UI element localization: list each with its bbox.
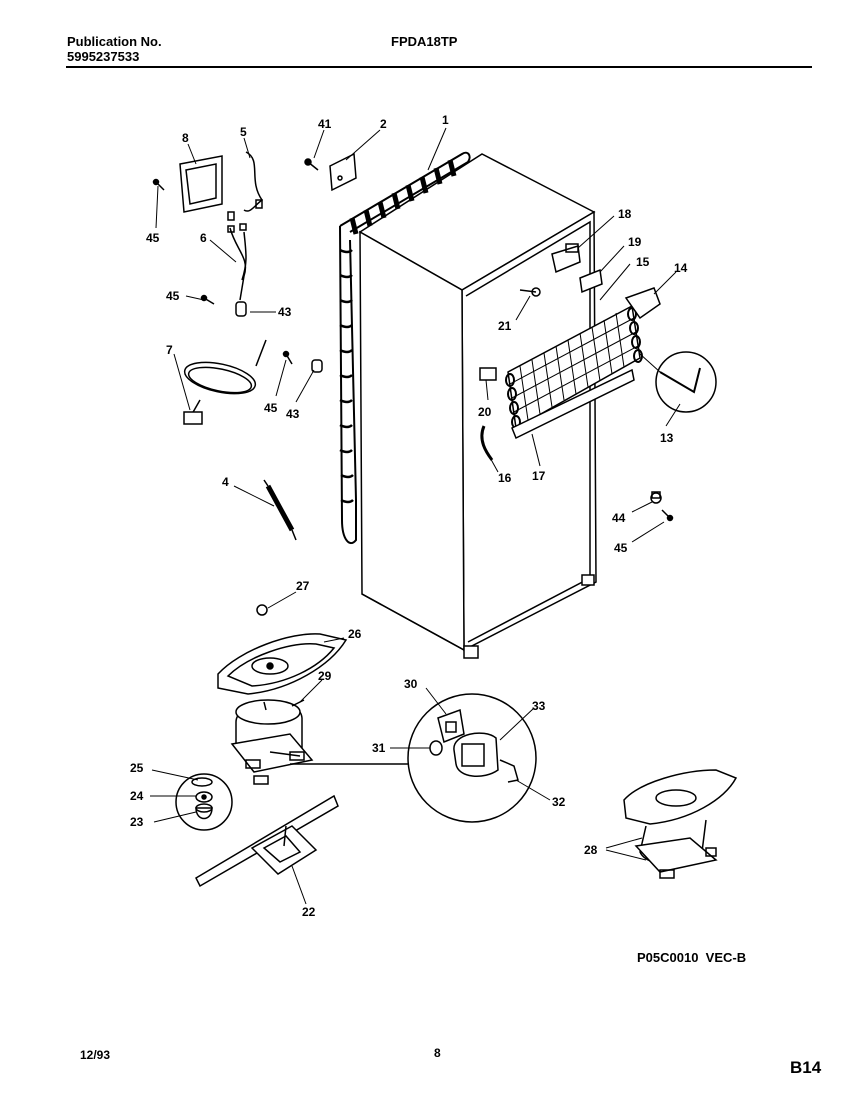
callout-45-c: 45 <box>264 401 278 415</box>
callout-19: 19 <box>628 235 642 249</box>
clip-part-43-upper <box>235 301 247 317</box>
clip-part-43-lower <box>311 359 323 373</box>
callout-43-b: 43 <box>286 407 300 421</box>
callout-6: 6 <box>200 231 207 245</box>
screws-part-45 <box>152 178 674 522</box>
header-rule <box>66 66 812 68</box>
callout-23: 23 <box>130 815 144 829</box>
callout-30: 30 <box>404 677 418 691</box>
callout-22: 22 <box>302 905 316 919</box>
callout-21: 21 <box>498 319 512 333</box>
callout-29: 29 <box>318 669 332 683</box>
power-cord-part-7 <box>183 339 267 425</box>
cover-part-8 <box>179 155 223 213</box>
diagram-code: P05C0010 VEC-B <box>637 950 747 965</box>
callout-7: 7 <box>166 343 173 357</box>
callout-15: 15 <box>636 255 650 269</box>
callout-1: 1 <box>442 113 449 127</box>
compressor-assembly-part-28 <box>623 769 738 879</box>
callout-16: 16 <box>498 471 512 485</box>
leader-lines <box>150 127 681 905</box>
cabinet <box>358 153 597 659</box>
drain-trough-part-17 <box>511 368 635 440</box>
harness-part-6 <box>227 223 247 301</box>
callout-45-b: 45 <box>166 289 180 303</box>
grommet-part-27 <box>256 604 268 616</box>
callout-18: 18 <box>618 207 632 221</box>
bracket-part-2 <box>329 152 357 192</box>
condenser-coil <box>339 151 471 545</box>
detail-circle-part-13 <box>639 351 717 413</box>
callout-44: 44 <box>612 511 626 525</box>
callout-8: 8 <box>182 131 189 145</box>
screw-part-41 <box>304 158 319 171</box>
callout-27: 27 <box>296 579 310 593</box>
callout-24: 24 <box>130 789 144 803</box>
callout-17: 17 <box>532 469 546 483</box>
publication-number: 5995237533 <box>67 49 140 64</box>
drain-pan-part-26 <box>217 633 348 695</box>
grommet-part-44 <box>650 491 662 504</box>
page-number: 8 <box>434 1046 441 1060</box>
callout-45-d: 45 <box>614 541 628 555</box>
callout-41: 41 <box>318 117 332 131</box>
screw-part-21 <box>519 287 541 297</box>
callout-2: 2 <box>380 117 387 131</box>
bracket-part-14 <box>624 287 661 320</box>
publication-label: Publication No. <box>67 34 162 49</box>
callout-32: 32 <box>552 795 566 809</box>
callout-28: 28 <box>584 843 598 857</box>
detail-circle-mounting-parts <box>175 773 233 831</box>
callout-5: 5 <box>240 125 247 139</box>
callout-43-a: 43 <box>278 305 292 319</box>
clip-part-20 <box>479 367 497 381</box>
clip-part-19 <box>579 268 603 294</box>
callout-20: 20 <box>478 405 492 419</box>
callout-31: 31 <box>372 741 386 755</box>
callout-45-a: 45 <box>146 231 160 245</box>
callout-25: 25 <box>130 761 144 775</box>
wiring-part-5 <box>227 151 264 221</box>
model-number: FPDA18TP <box>391 34 458 49</box>
detail-circle-electrical <box>407 693 537 823</box>
base-rail-part-22 <box>195 794 339 888</box>
callout-14: 14 <box>674 261 688 275</box>
evaporator-part-15 <box>505 304 643 430</box>
callout-4: 4 <box>222 475 229 489</box>
section-code: B14 <box>790 1058 822 1077</box>
drier-part-4 <box>263 479 297 541</box>
callout-13: 13 <box>660 431 674 445</box>
callout-26: 26 <box>348 627 362 641</box>
compressor-part-29 <box>230 699 314 785</box>
callout-33: 33 <box>532 699 546 713</box>
bracket-part-18 <box>551 243 581 274</box>
date: 12/93 <box>80 1048 111 1062</box>
callout-labels: 1 2 41 8 5 45 6 45 43 7 45 43 4 18 19 15… <box>130 113 688 919</box>
